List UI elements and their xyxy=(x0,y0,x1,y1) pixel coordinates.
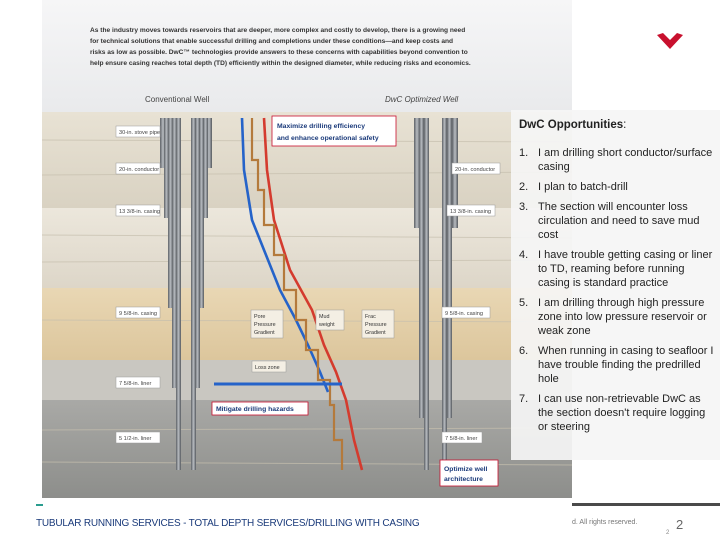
callout-top-2: and enhance operational safety xyxy=(277,135,379,142)
right-conductor xyxy=(414,118,420,228)
callout-bottom-1: Optimize well xyxy=(444,466,488,473)
panel-title: DwC Opportunities: xyxy=(519,119,627,131)
loss-zone-label: Loss zone xyxy=(255,365,280,371)
left-label-conductor: 20-in. conductor xyxy=(119,167,159,173)
list-item: 4.I have trouble getting casing or liner… xyxy=(519,249,713,289)
pore-pressure-curve xyxy=(240,117,330,393)
frac-label-2: Pressure xyxy=(365,322,387,328)
left-conductor xyxy=(164,118,169,218)
left-casing-13-r xyxy=(199,118,204,308)
pore-label-1: Pore xyxy=(254,314,265,320)
frac-label-1: Frac xyxy=(365,314,376,320)
right-label-conductor: 20-in. conductor xyxy=(455,167,495,173)
list-item: 3.The section will encounter loss circul… xyxy=(519,201,700,241)
dwc-opportunities-panel: DwC Opportunities: 1.I am drilling short… xyxy=(511,110,720,460)
brand-logo-icon xyxy=(657,33,683,49)
mud-label-1: Mud xyxy=(319,314,330,320)
list-item: 6.When running in casing to seafloor I h… xyxy=(519,345,714,385)
right-casing-13-r xyxy=(447,118,452,418)
intro-line-2: for technical solutions that enable succ… xyxy=(90,38,453,45)
mud-label-2: weight xyxy=(318,322,335,328)
pore-label-2: Pressure xyxy=(254,322,276,328)
frac-label-3: Gradient xyxy=(365,330,386,336)
left-label-stove: 30-in. stove pipe xyxy=(119,130,160,136)
callout-top-1: Maximize drilling efficiency xyxy=(277,123,365,130)
left-conductor-r xyxy=(203,118,208,218)
left-label-9: 9 5/8-in. casing xyxy=(119,311,157,317)
right-liner-r xyxy=(442,118,447,470)
intro-line-3: risks as low as possible. DwC™ technolog… xyxy=(90,49,468,56)
footer-copyright: d. All rights reserved. xyxy=(572,519,638,526)
page-number: 2 xyxy=(676,517,684,532)
footer-accent xyxy=(36,504,43,506)
left-stove-pipe xyxy=(160,118,166,168)
page-number-small: 2 xyxy=(666,530,670,536)
list-item: 1.I am drilling short conductor/surface … xyxy=(519,147,713,173)
strata-mid xyxy=(42,208,572,288)
list-item: 5.I am drilling through high pressure zo… xyxy=(519,297,707,337)
left-casing-9 xyxy=(172,118,177,388)
list-item: 2.I plan to batch-drill xyxy=(519,181,628,193)
right-liner xyxy=(424,118,429,470)
right-casing-13 xyxy=(419,118,424,418)
left-liner xyxy=(176,118,181,470)
left-casing-9-r xyxy=(195,118,200,388)
callout-bottom-2: architecture xyxy=(444,476,483,483)
opportunities-list: 1.I am drilling short conductor/surface … xyxy=(519,146,714,434)
sky-band xyxy=(42,0,572,112)
left-label-5: 5 1/2-in. liner xyxy=(119,436,151,442)
footer-title: TUBULAR RUNNING SERVICES - TOTAL DEPTH S… xyxy=(36,518,420,529)
list-item: 7.I can use non-retrievable DwC as the s… xyxy=(519,393,706,433)
left-liner-r xyxy=(191,118,196,470)
conventional-well-label: Conventional Well xyxy=(145,95,210,104)
callout-mid: Mitigate drilling hazards xyxy=(216,406,294,413)
right-label-7: 7 5/8-in. liner xyxy=(445,436,477,442)
intro-line-4: help ensure casing reaches total depth (… xyxy=(90,60,471,67)
right-label-13: 13 3/8-in. casing xyxy=(450,209,491,215)
pore-label-3: Gradient xyxy=(254,330,275,336)
optimized-well-label: DwC Optimized Well xyxy=(385,95,458,104)
right-label-9: 9 5/8-in. casing xyxy=(445,311,483,317)
left-label-7: 7 5/8-in. liner xyxy=(119,381,151,387)
dwc-well-diagram: As the industry moves towards reservoirs… xyxy=(42,0,572,498)
mud-weight-curve xyxy=(250,118,344,470)
left-label-13: 13 3/8-in. casing xyxy=(119,209,160,215)
left-casing-13 xyxy=(168,118,173,308)
intro-line-1: As the industry moves towards reservoirs… xyxy=(90,27,465,34)
footer-rule xyxy=(572,503,720,506)
left-stove-pipe-r xyxy=(206,118,212,168)
